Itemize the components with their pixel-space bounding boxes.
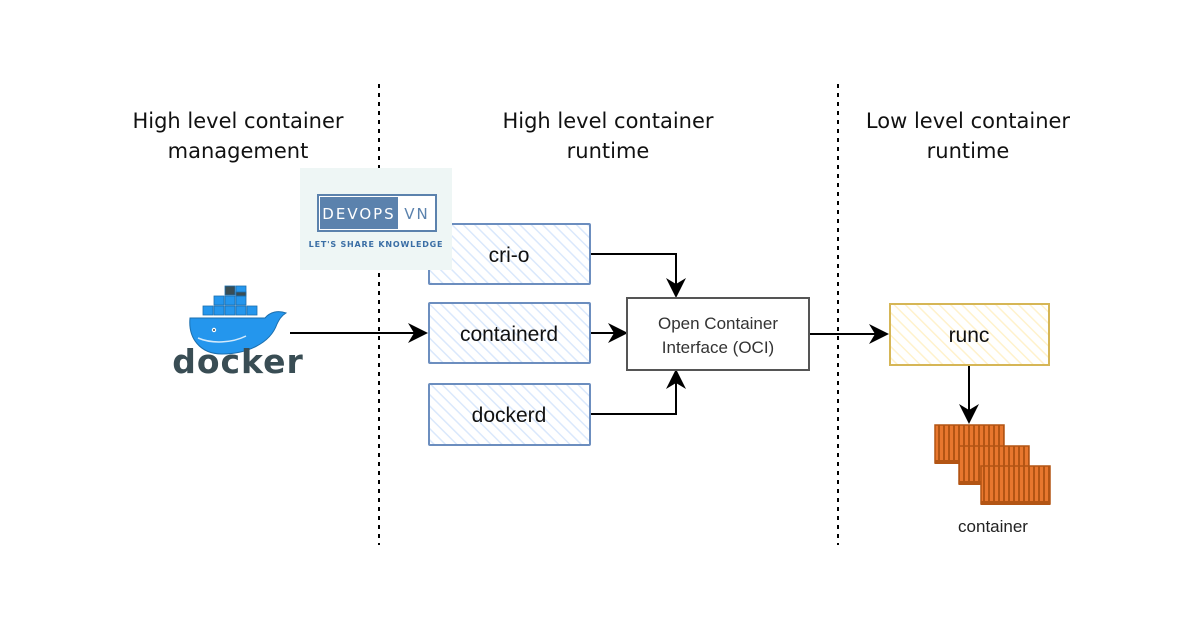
node-oci: Open Container Interface (OCI) bbox=[626, 297, 810, 371]
container-label: container bbox=[958, 517, 1028, 536]
node-cri-o: cri-o bbox=[428, 223, 591, 285]
logo-tagline: LET'S SHARE KNOWLEDGE bbox=[309, 240, 444, 249]
node-runc-label: runc bbox=[949, 324, 990, 347]
node-containerd: containerd bbox=[428, 302, 591, 364]
shipping-container-icon bbox=[934, 424, 1051, 505]
node-dockerd: dockerd bbox=[428, 383, 591, 446]
node-runc: runc bbox=[889, 303, 1050, 366]
arrow-cri-o-to-oci bbox=[590, 253, 686, 298]
column-title-high-level-management: High level container management bbox=[132, 109, 344, 163]
logo-word-devops: DEVOPS bbox=[322, 205, 395, 223]
column-title-high-level-runtime: High level container runtime bbox=[502, 109, 714, 163]
devopsvn-logo: DEVOPS VN LET'S SHARE KNOWLEDGE bbox=[300, 168, 452, 270]
node-dockerd-label: dockerd bbox=[472, 404, 547, 427]
docker-whale-icon bbox=[189, 285, 288, 355]
column-title-low-level-runtime: Low level container runtime bbox=[865, 109, 1071, 163]
arrow-dockerd-to-oci bbox=[590, 369, 686, 415]
node-containerd-label: containerd bbox=[460, 323, 558, 346]
logo-word-vn: VN bbox=[404, 205, 429, 223]
docker-wordmark: docker bbox=[172, 342, 304, 381]
node-oci-label-line1: Open Container bbox=[658, 314, 778, 333]
node-cri-o-label: cri-o bbox=[489, 244, 530, 267]
node-oci-label-line2: Interface (OCI) bbox=[662, 338, 774, 357]
